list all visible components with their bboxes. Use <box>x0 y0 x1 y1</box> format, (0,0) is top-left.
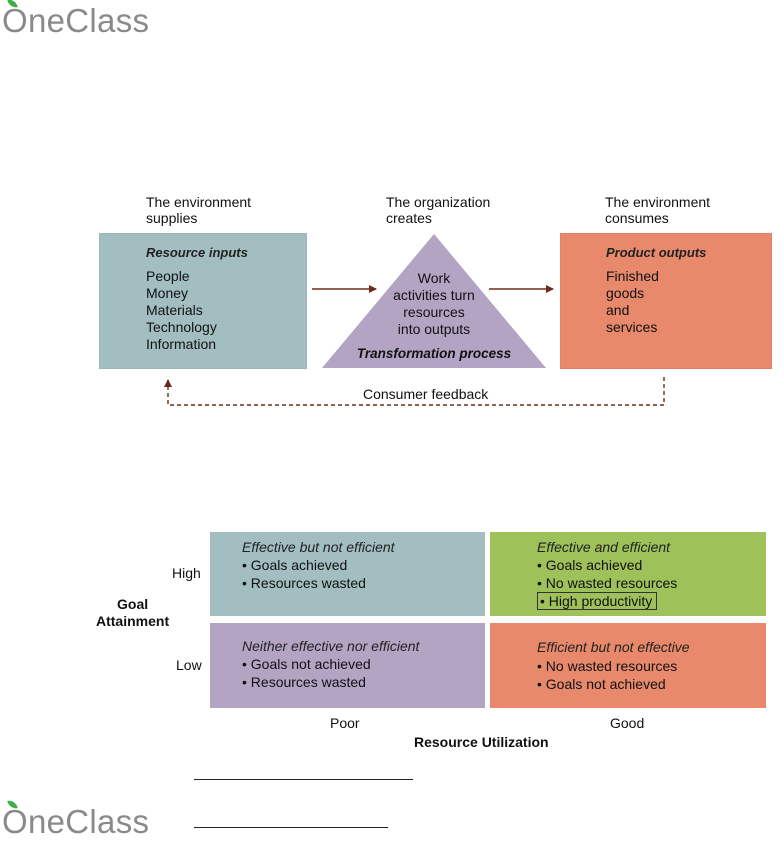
logo-text-rest: neClass <box>27 803 150 840</box>
output-item: and <box>606 302 630 318</box>
cell-bullets: • No wasted resources • Goals not achiev… <box>537 658 678 692</box>
product-outputs-list: Finished goods and services <box>606 268 659 336</box>
transformation-text: Work activities turn resources into outp… <box>374 270 494 338</box>
cell-bullets: • Goals achieved • Resources wasted <box>242 557 366 591</box>
cell-low-good: Efficient but not effective • No wasted … <box>490 623 766 708</box>
y-axis-title: Goal Attainment <box>96 596 169 630</box>
right-caption: The environment consumes <box>605 194 710 226</box>
cell-title: Neither effective nor efficient <box>242 638 420 654</box>
y-label-low: Low <box>176 657 202 673</box>
leaf-icon <box>7 799 18 810</box>
transformation-title: Transformation process <box>356 346 512 361</box>
high-productivity-highlight: • High productivity <box>537 592 658 610</box>
x-label-good: Good <box>610 715 645 731</box>
left-caption: The environment supplies <box>146 194 251 226</box>
cell-bullet: Resources wasted <box>250 575 366 591</box>
cell-bullet: Goals achieved <box>250 557 348 573</box>
right-caption-line-1: The environment <box>605 194 711 210</box>
input-item: Information <box>146 336 217 352</box>
cell-bullet: Goals not achieved <box>250 656 371 672</box>
output-item: Finished <box>606 268 659 284</box>
resource-inputs-title: Resource inputs <box>146 245 248 260</box>
left-caption-line-1: The environment <box>146 194 252 210</box>
cell-bullets: • Goals achieved • No wasted resources •… <box>537 557 678 610</box>
cell-title: Effective but not efficient <box>242 539 395 555</box>
y-label-high: High <box>172 565 201 581</box>
logo-text-rest: neClass <box>27 2 150 39</box>
cell-bullet: No wasted resources <box>545 658 678 674</box>
blank-line-2 <box>194 827 388 828</box>
input-item: People <box>146 268 190 284</box>
center-caption: The organization creates <box>386 194 490 226</box>
cell-bullet: Goals not achieved <box>545 676 666 692</box>
cell-title: Efficient but not effective <box>537 639 690 655</box>
transformation-line: activities turn <box>393 287 475 303</box>
cell-bullet: High productivity <box>548 593 653 609</box>
blank-line-1 <box>194 779 413 780</box>
output-item: goods <box>606 285 645 301</box>
cell-bullet: No wasted resources <box>545 575 678 591</box>
cell-high-good: Effective and efficient • Goals achieved… <box>490 532 766 616</box>
center-caption-line-1: The organization <box>386 194 491 210</box>
center-caption-line-2: creates <box>386 210 432 226</box>
output-item: services <box>606 319 658 335</box>
transformation-line: into outputs <box>397 321 471 337</box>
flow-diagram-shapes <box>164 234 665 406</box>
resource-inputs-list: People Money Materials Technology Inform… <box>146 268 217 353</box>
transformation-line: Work <box>417 270 451 286</box>
feedback-loop-line <box>164 377 665 406</box>
input-item: Technology <box>146 319 217 335</box>
left-caption-line-2: supplies <box>146 210 198 226</box>
consumer-feedback-label: Consumer feedback <box>359 386 493 402</box>
cell-high-poor: Effective but not efficient • Goals achi… <box>210 532 485 616</box>
x-label-poor: Poor <box>330 715 360 731</box>
right-caption-line-2: consumes <box>605 210 669 226</box>
resource-inputs-box: Resource inputs People Money Materials T… <box>99 233 307 369</box>
y-axis-title-line-1: Goal <box>117 596 149 612</box>
cell-bullet: Resources wasted <box>250 674 366 690</box>
cell-bullets: • Goals not achieved • Resources wasted <box>242 656 371 690</box>
transformation-line: resources <box>403 304 465 320</box>
input-item: Materials <box>146 302 203 318</box>
product-outputs-title: Product outputs <box>606 245 707 260</box>
cell-bullet: Goals achieved <box>545 557 643 573</box>
cell-title: Effective and efficient <box>537 539 671 555</box>
cell-low-poor: Neither effective nor efficient • Goals … <box>210 623 485 708</box>
transformation-triangle <box>322 234 546 368</box>
input-item: Money <box>146 285 189 301</box>
y-axis-title-line-2: Attainment <box>96 613 170 629</box>
x-axis-title: Resource Utilization <box>414 734 549 750</box>
product-outputs-box: Product outputs Finished goods and servi… <box>560 233 772 369</box>
